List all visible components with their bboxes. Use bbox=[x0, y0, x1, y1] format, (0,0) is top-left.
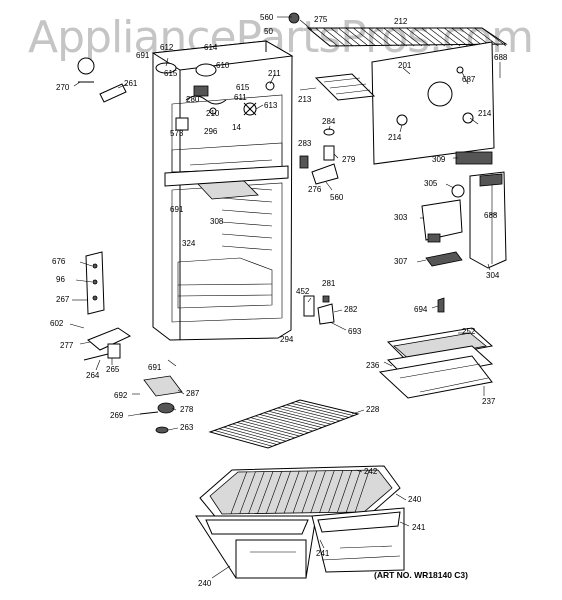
callout-242: 242 bbox=[364, 467, 378, 476]
freezer-shelf-212 bbox=[306, 27, 508, 47]
callout-240: 240 bbox=[198, 579, 212, 588]
callout-275: 275 bbox=[314, 15, 328, 24]
callout-676: 676 bbox=[52, 257, 66, 266]
callout-687: 687 bbox=[462, 75, 476, 84]
callout-214: 214 bbox=[478, 109, 492, 118]
callout-693: 693 bbox=[348, 327, 362, 336]
callout-50: 50 bbox=[264, 27, 273, 36]
callout-277: 277 bbox=[60, 341, 74, 350]
callout-691: 691 bbox=[136, 51, 150, 60]
callout-279: 279 bbox=[342, 155, 356, 164]
callout-284: 284 bbox=[322, 117, 336, 126]
callout-264: 264 bbox=[86, 371, 100, 380]
callout-309: 309 bbox=[432, 155, 446, 164]
callout-294: 294 bbox=[280, 335, 294, 344]
callout-612: 612 bbox=[160, 43, 174, 52]
leader-lines bbox=[69, 16, 501, 579]
callout-610: 610 bbox=[216, 61, 230, 70]
callout-615: 615 bbox=[236, 83, 250, 92]
callout-560: 560 bbox=[260, 13, 274, 22]
callout-228: 228 bbox=[366, 405, 380, 414]
callout-602: 602 bbox=[50, 319, 64, 328]
callout-237: 237 bbox=[482, 397, 496, 406]
callout-252: 252 bbox=[462, 327, 476, 336]
callout-211: 211 bbox=[268, 69, 281, 78]
art-number: (ART NO. WR18140 C3) bbox=[374, 570, 468, 580]
callout-287: 287 bbox=[186, 389, 200, 398]
callout-212: 212 bbox=[394, 17, 408, 26]
crisper-cover-242 bbox=[199, 465, 401, 521]
callout-613: 613 bbox=[264, 101, 278, 110]
callout-241: 241 bbox=[316, 549, 330, 558]
callout-308: 308 bbox=[210, 217, 224, 226]
callout-261: 261 bbox=[124, 79, 138, 88]
shelf-frame-252 bbox=[378, 327, 494, 399]
refrigerator-cabinet bbox=[77, 12, 300, 341]
hinge-parts bbox=[303, 295, 335, 325]
callout-280: 280 bbox=[186, 95, 200, 104]
callout-276: 276 bbox=[308, 185, 322, 194]
fresh-food-shelf-228 bbox=[208, 399, 360, 449]
callout-324: 324 bbox=[182, 239, 196, 248]
ice-dispenser-parts bbox=[421, 171, 507, 313]
bottom-hinge-and-leveler bbox=[83, 251, 183, 434]
callout-14: 14 bbox=[232, 123, 241, 132]
callout-278: 278 bbox=[180, 405, 194, 414]
callout-283: 283 bbox=[298, 139, 312, 148]
ice-tray-213 bbox=[314, 73, 376, 101]
callout-691: 691 bbox=[170, 205, 184, 214]
callout-240: 240 bbox=[408, 495, 422, 504]
callout-694: 694 bbox=[414, 305, 428, 314]
callout-614: 614 bbox=[204, 43, 218, 52]
callout-265: 265 bbox=[106, 365, 120, 374]
callout-282: 282 bbox=[344, 305, 358, 314]
callout-691: 691 bbox=[148, 363, 162, 372]
crisper-drawers bbox=[195, 507, 405, 579]
callout-304: 304 bbox=[486, 271, 500, 280]
callout-305: 305 bbox=[424, 179, 438, 188]
callout-307: 307 bbox=[394, 257, 408, 266]
callout-615: 615 bbox=[164, 69, 178, 78]
damper-parts bbox=[299, 128, 339, 185]
callout-263: 263 bbox=[180, 423, 194, 432]
callout-267: 267 bbox=[56, 295, 70, 304]
callout-303: 303 bbox=[394, 213, 408, 222]
callout-688: 688 bbox=[484, 211, 498, 220]
callout-96: 96 bbox=[56, 275, 65, 284]
callout-296: 296 bbox=[204, 127, 218, 136]
callout-201: 201 bbox=[398, 61, 412, 70]
callout-692: 692 bbox=[114, 391, 128, 400]
callout-214: 214 bbox=[388, 133, 402, 142]
callout-210: 210 bbox=[206, 109, 220, 118]
callout-213: 213 bbox=[298, 95, 312, 104]
callout-241: 241 bbox=[412, 523, 426, 532]
callout-611: 611 bbox=[234, 93, 247, 102]
callout-560: 560 bbox=[330, 193, 344, 202]
callout-573: 573 bbox=[170, 129, 184, 138]
evaporator-cover-panel bbox=[371, 41, 495, 165]
callout-269: 269 bbox=[110, 411, 124, 420]
callout-236: 236 bbox=[366, 361, 380, 370]
callout-270: 270 bbox=[56, 83, 70, 92]
callout-452: 452 bbox=[296, 287, 310, 296]
rating-plate-309 bbox=[455, 151, 493, 165]
callout-281: 281 bbox=[322, 279, 336, 288]
callout-labels: 560 275 212 50 691 612 614 615 610 270 2… bbox=[50, 13, 508, 588]
callout-688: 688 bbox=[494, 53, 508, 62]
